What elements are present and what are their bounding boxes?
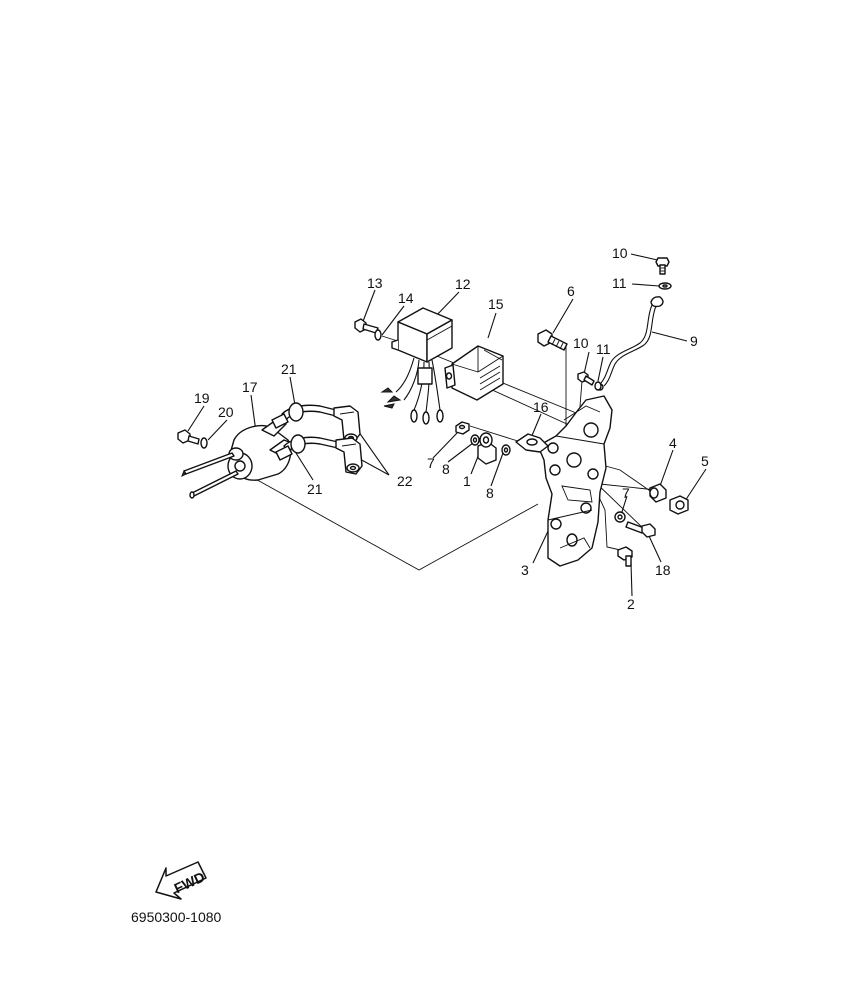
callout-14: 14 [398,290,414,306]
plug-cap-22-lower [335,437,363,475]
callout-13: 13 [367,275,383,291]
washer-11-lower [594,381,602,391]
bolt-5 [669,495,689,515]
cord-21-upper [271,402,337,429]
callout-12: 12 [455,276,471,292]
plug-cap-22-upper [333,405,361,443]
callout-1: 1 [463,473,471,489]
nut-7-upper [455,421,470,435]
callout-3: 3 [521,562,529,578]
rectifier-15 [444,345,504,401]
callout-5: 5 [701,453,709,469]
washer-14 [374,329,382,341]
ground-lead-9 [596,296,664,391]
washer-8-lower [501,444,511,456]
nut-7-lower [614,511,626,523]
callout-10-upper: 10 [612,245,628,261]
callout-11-upper: 11 [612,275,627,291]
callout-7-lower: 7 [622,485,630,501]
callout-11-lower: 11 [596,341,611,357]
clamp-16 [515,433,549,453]
bolt-2 [617,546,633,567]
collar-4 [649,483,667,503]
callout-20: 20 [218,404,234,420]
leader-lines [187,253,707,597]
bolt-10-upper [655,257,670,275]
washer-20 [200,437,208,449]
callout-17: 17 [242,379,258,395]
callout-9: 9 [690,333,698,349]
bolt-10-lower [577,371,595,386]
washer-8-upper [470,434,480,446]
callout-6: 6 [567,283,575,299]
ignition-coil-17 [181,419,295,499]
callout-22: 22 [397,473,413,489]
holder-1 [477,432,497,465]
bolt-18 [625,521,656,538]
bolt-19 [177,429,200,445]
bolt-13 [354,318,379,334]
bracket-3 [537,395,613,567]
callout-8-upper: 8 [442,461,450,477]
callout-labels: 10 11 9 13 14 12 15 6 10 11 21 17 19 20 … [194,245,709,612]
callout-16: 16 [533,399,549,415]
callout-7-upper: 7 [427,455,435,471]
callout-21-lower: 21 [307,481,323,497]
callout-4: 4 [669,435,677,451]
callout-18: 18 [655,562,671,578]
callout-2: 2 [627,596,635,612]
bolt-6 [537,329,568,351]
callout-8-lower: 8 [486,485,494,501]
washer-11-upper [658,282,672,290]
catalog-code: 6950300-1080 [131,909,222,925]
cord-21-lower [275,434,339,461]
callout-15: 15 [488,296,504,312]
callout-10-lower: 10 [573,335,589,351]
callout-19: 19 [194,390,210,406]
fwd-arrow: FWD [155,861,207,900]
cdi-unit-12 [380,307,453,425]
callout-21-upper: 21 [281,361,297,377]
